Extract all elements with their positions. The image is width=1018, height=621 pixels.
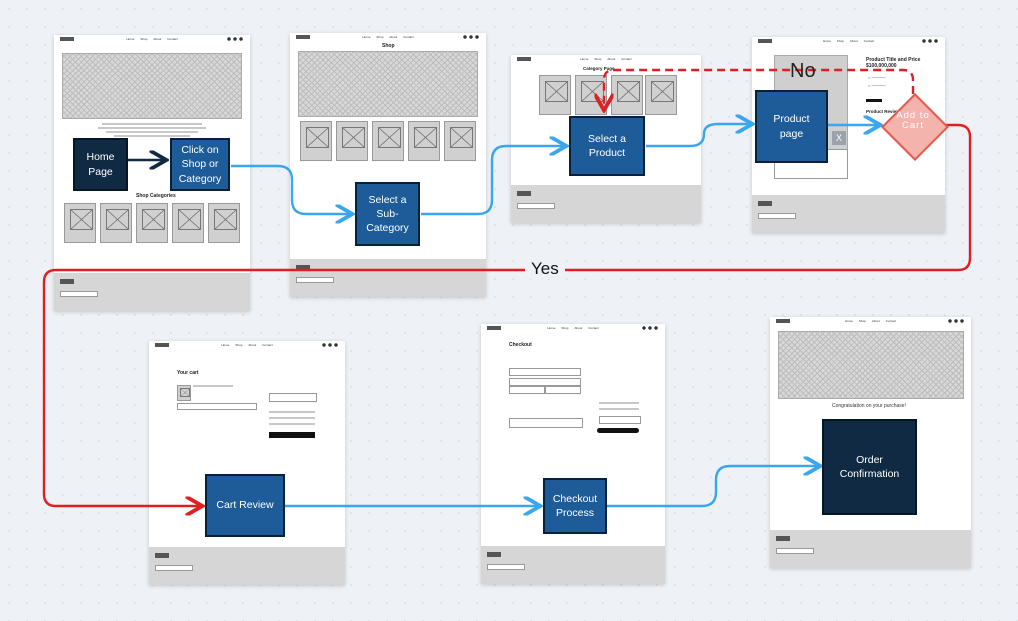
step-select-product[interactable]: Select a Product xyxy=(569,116,645,176)
shop-categories-heading: Shop Categories xyxy=(136,193,176,199)
yes-label: Yes xyxy=(525,259,565,279)
step-click-shop[interactable]: Click on Shop or Category xyxy=(170,138,230,191)
step-select-subcategory[interactable]: Select a Sub-Category xyxy=(355,182,420,246)
step-order-confirmation-label: Order Confirmation xyxy=(839,453,900,480)
your-cart-heading: Your cart xyxy=(177,370,199,376)
step-product-page-label: Product page xyxy=(773,113,810,140)
step-cart-review[interactable]: Cart Review xyxy=(205,474,285,537)
step-order-confirmation[interactable]: Order Confirmation xyxy=(822,419,917,515)
step-checkout-process[interactable]: Checkout Process xyxy=(543,478,607,534)
step-select-product-label: Select a Product xyxy=(588,132,626,159)
step-cart-review-label: Cart Review xyxy=(216,499,274,512)
category-page-heading: Category Page xyxy=(583,66,615,71)
step-select-subcategory-label: Select a Sub-Category xyxy=(366,193,409,235)
step-checkout-process-label: Checkout Process xyxy=(552,492,598,519)
step-product-page[interactable]: Product page xyxy=(755,90,828,163)
step-click-shop-label: Click on Shop or Category xyxy=(178,144,222,185)
close-x-button[interactable]: X xyxy=(832,131,846,145)
product-title: Product Title and Price $100,000,000 xyxy=(866,57,921,69)
step-home-page-label: Home Page xyxy=(86,151,115,178)
step-home-page[interactable]: Home Page xyxy=(73,138,128,191)
product-reviews-heading: Product Reviews xyxy=(866,109,903,114)
no-label: No xyxy=(790,60,816,82)
shop-heading: Shop xyxy=(382,43,395,49)
congrats-text: Congratulation on your purchase! xyxy=(832,403,906,409)
checkout-heading: Checkout xyxy=(509,342,532,348)
decision-add-to-cart-label: Add to Cart xyxy=(896,110,930,131)
